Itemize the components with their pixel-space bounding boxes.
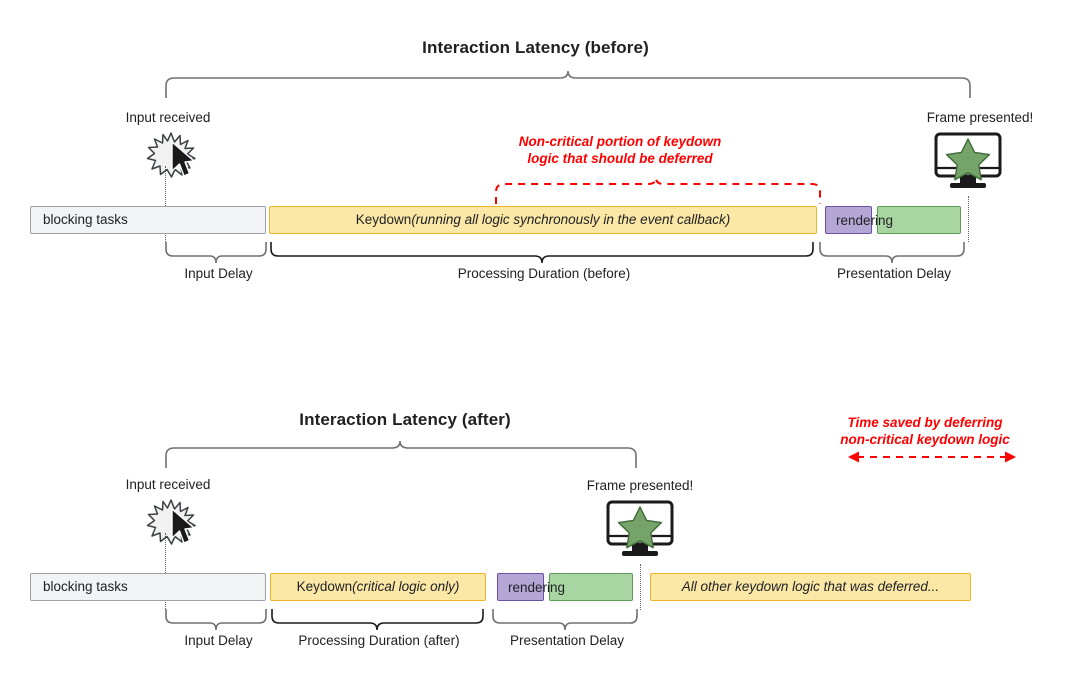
- before-section-title: Interaction Latency (before): [422, 38, 649, 57]
- after-bar-keydown[interactable]: Keydown (critical logic only): [270, 573, 486, 601]
- before-bar-keydown-label: Keydown: [355, 212, 412, 228]
- before-bar-keydown-sublabel: (running all logic synchronously in the …: [411, 212, 731, 228]
- before-phase-presentation-delay-label: Presentation Delay: [836, 266, 952, 281]
- after-input-guide-line: [165, 533, 166, 609]
- after-section-title: Interaction Latency (after): [299, 410, 511, 429]
- mouse-cursor-icon: [171, 508, 195, 544]
- before-phase-input-delay-label: Input Delay: [184, 266, 253, 281]
- after-frame-guide-line: [640, 564, 641, 610]
- after-bar-blocking-tasks[interactable]: blocking tasks: [30, 573, 266, 601]
- after-bar-keydown-label: Keydown: [296, 579, 353, 595]
- before-bar-blocking-tasks-label: blocking tasks: [43, 212, 128, 228]
- after-bar-rendering[interactable]: [549, 573, 633, 601]
- before-presentation-delay-brace: [819, 242, 965, 264]
- after-bar-deferred-logic-label: All other keydown logic that was deferre…: [681, 579, 940, 595]
- star-icon: [945, 138, 991, 181]
- before-input-guide-line: [165, 166, 166, 242]
- before-processing-duration-brace: [270, 242, 814, 264]
- after-presentation-delay-brace: [492, 609, 638, 631]
- star-icon: [617, 506, 663, 549]
- mouse-cursor-icon: [171, 141, 195, 177]
- after-frame-presented-label: Frame presented!: [586, 478, 694, 493]
- before-phase-processing-duration-label: Processing Duration (before): [457, 266, 631, 281]
- before-bar-rendering[interactable]: [877, 206, 961, 234]
- after-time-saved-annotation: Time saved by deferring non-critical key…: [840, 415, 1010, 448]
- before-deferred-brace: [495, 177, 821, 204]
- after-phase-processing-duration-label: Processing Duration (after): [298, 633, 460, 648]
- before-frame-guide-line: [968, 196, 969, 242]
- before-bar-blocking-tasks[interactable]: blocking tasks: [30, 206, 266, 234]
- after-bar-keydown-sublabel: (critical logic only): [352, 579, 460, 595]
- before-frame-presented-label: Frame presented!: [926, 110, 1034, 125]
- after-phase-input-delay-label: Input Delay: [184, 633, 253, 648]
- before-interaction-latency-brace: [165, 70, 971, 98]
- after-processing-duration-brace: [271, 609, 484, 631]
- monitor-icon: [934, 132, 1002, 188]
- after-interaction-latency-brace: [165, 440, 637, 468]
- after-bar-presentation-delay[interactable]: [497, 573, 544, 601]
- before-bar-keydown[interactable]: Keydown (running all logic synchronously…: [269, 206, 817, 234]
- after-input-received-label: Input received: [125, 477, 211, 492]
- after-phase-presentation-delay-label: Presentation Delay: [509, 633, 625, 648]
- before-input-received-label: Input received: [125, 110, 211, 125]
- monitor-icon: [606, 500, 674, 556]
- before-bar-presentation-delay[interactable]: [825, 206, 872, 234]
- after-input-delay-brace: [165, 609, 267, 631]
- after-bar-blocking-tasks-label: blocking tasks: [43, 579, 128, 595]
- before-input-delay-brace: [165, 242, 267, 264]
- after-time-saved-arrow: [848, 451, 1016, 463]
- after-bar-deferred-logic[interactable]: All other keydown logic that was deferre…: [650, 573, 971, 601]
- before-deferred-annotation: Non-critical portion of keydown logic th…: [518, 134, 722, 167]
